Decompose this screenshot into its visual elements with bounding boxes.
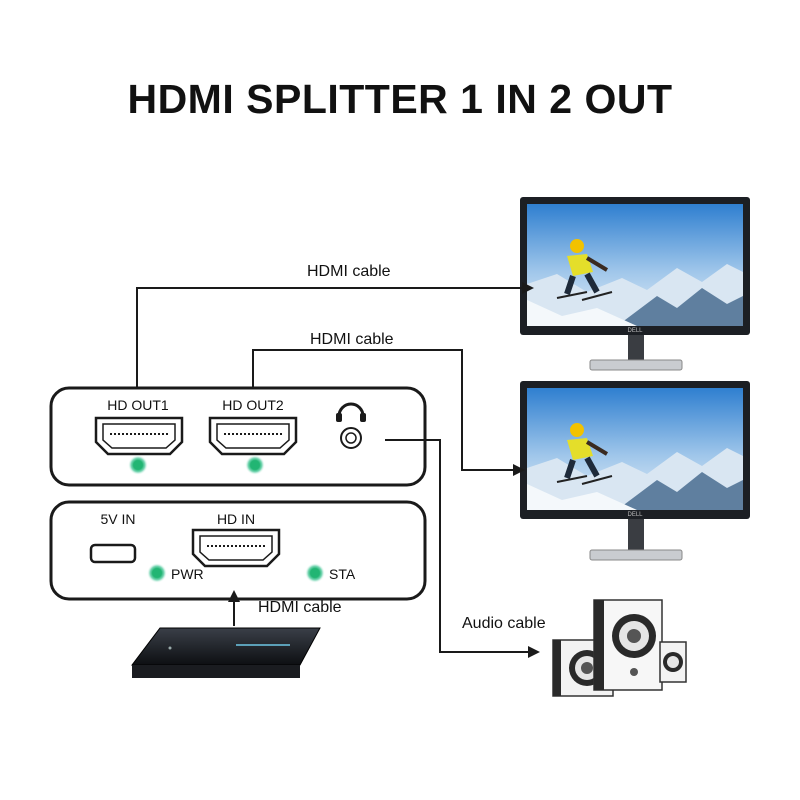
cable-out1-to-monitor-top bbox=[136, 282, 534, 388]
cable-audio-to-speakers bbox=[385, 439, 540, 658]
splitter-back-panel: 5V IN HD IN PWR STA bbox=[49, 500, 427, 601]
cable-middle-label: HDMI cable bbox=[310, 331, 394, 348]
page-title: HDMI SPLITTER 1 IN 2 OUT bbox=[127, 76, 673, 122]
hd-out2-label: HD OUT2 bbox=[222, 397, 284, 413]
speakers-image bbox=[552, 599, 687, 697]
monitor-top-brand: DELL bbox=[627, 328, 643, 334]
sta-label: STA bbox=[329, 566, 356, 582]
pwr-label: PWR bbox=[171, 566, 204, 582]
hd-out1-label: HD OUT1 bbox=[107, 397, 169, 413]
hd-in-label: HD IN bbox=[217, 511, 255, 527]
cable-audio-label: Audio cable bbox=[462, 615, 546, 632]
audio-jack bbox=[340, 427, 362, 449]
monitor-top: DELL bbox=[520, 197, 750, 371]
led-sta bbox=[305, 563, 325, 583]
cable-top-label: HDMI cable bbox=[307, 263, 391, 280]
hdmi-port-out2 bbox=[208, 416, 298, 456]
cable-bottom-label: HDMI cable bbox=[258, 599, 342, 616]
monitor-top-screen bbox=[527, 204, 743, 326]
bluray-player-image bbox=[130, 627, 321, 678]
5v-in-label: 5V IN bbox=[100, 511, 135, 527]
headphone-icon bbox=[336, 402, 366, 422]
monitor-bottom-screen bbox=[527, 388, 743, 510]
monitor-bottom: DELL bbox=[520, 381, 750, 561]
hdmi-port-out1 bbox=[94, 416, 184, 456]
led-out1 bbox=[128, 455, 148, 475]
cable-out2-to-monitor-bottom bbox=[252, 349, 525, 476]
led-out2 bbox=[245, 455, 265, 475]
splitter-front-panel: HD OUT1 HD OUT2 bbox=[49, 386, 427, 487]
monitor-bottom-brand: DELL bbox=[627, 512, 643, 518]
hdmi-port-in bbox=[191, 528, 281, 568]
usb-power-port bbox=[89, 543, 137, 564]
led-pwr bbox=[147, 563, 167, 583]
